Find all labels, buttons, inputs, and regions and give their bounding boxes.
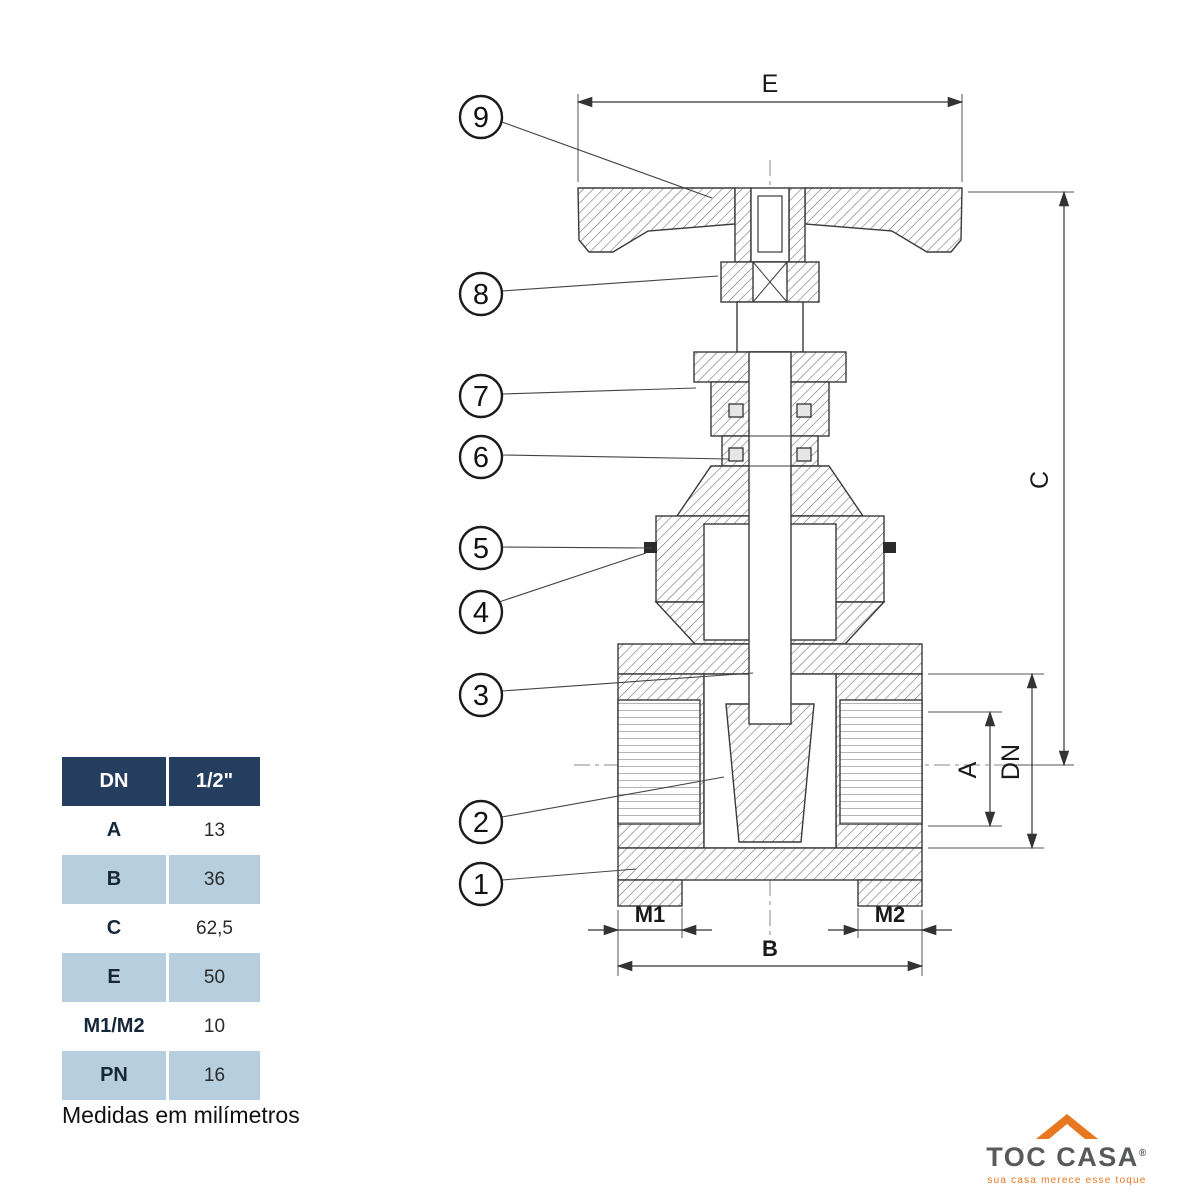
table-header-row: DN 1/2" (62, 757, 260, 806)
callout-9-number: 9 (473, 102, 489, 134)
roof-icon (1036, 1114, 1098, 1139)
row-b-label: B (62, 855, 166, 904)
dimension-b: B (616, 936, 924, 972)
brand-text: TOC CASA (986, 1142, 1139, 1172)
callout-5-number: 5 (473, 533, 489, 565)
table-header-value: 1/2" (169, 757, 260, 806)
callout-5: 5 (458, 525, 653, 571)
stem-upper (736, 301, 804, 353)
table-header-label: DN (62, 757, 166, 806)
callout-6-number: 6 (473, 442, 489, 474)
table-row-e: E 50 (62, 953, 260, 1002)
callout-6: 6 (458, 434, 730, 480)
row-e-label: E (62, 953, 166, 1002)
dim-label-e: E (762, 70, 779, 98)
row-pn-label: PN (62, 1051, 166, 1100)
row-pn-value: 16 (169, 1051, 260, 1100)
callout-3: 3 (458, 672, 754, 718)
row-c-value: 62,5 (169, 904, 260, 953)
dim-label-dn: DN (997, 744, 1025, 780)
callout-8: 8 (458, 271, 719, 317)
spec-table: DN 1/2" A 13 B 36 C 62,5 E 50 M1/M2 10 P… (62, 757, 260, 1100)
gate-wedge (725, 703, 815, 843)
row-a-label: A (62, 806, 166, 855)
brand-tagline: sua casa merece esse toque (987, 1175, 1147, 1186)
callout-1: 1 (458, 861, 637, 907)
callout-4-number: 4 (473, 597, 489, 629)
dimension-c: C (968, 190, 1074, 767)
table-row-m1m2: M1/M2 10 (62, 1002, 260, 1051)
dimension-e: E (576, 70, 964, 182)
table-row-b: B 36 (62, 855, 260, 904)
dim-label-b: B (762, 936, 778, 961)
dim-label-m2: M2 (875, 902, 906, 927)
dim-label-m1: M1 (635, 902, 666, 927)
table-row-pn: PN 16 (62, 1051, 260, 1100)
callout-7: 7 (458, 373, 697, 419)
valve-cross-section (574, 160, 1018, 944)
brand-logo: TOC CASA® sua casa merece esse toque (982, 1111, 1152, 1186)
row-m1m2-label: M1/M2 (62, 1002, 166, 1051)
stem-nut (720, 261, 820, 303)
dimension-m1: M1 (588, 902, 712, 976)
seal-right (883, 542, 896, 553)
port-left (617, 699, 701, 825)
handwheel (577, 187, 963, 263)
callout-1-number: 1 (473, 869, 489, 901)
units-caption: Medidas em milímetros (62, 1102, 300, 1128)
table-row-a: A 13 (62, 806, 260, 855)
table-row-c: C 62,5 (62, 904, 260, 953)
dimension-m2: M2 (828, 902, 952, 976)
row-c-label: C (62, 904, 166, 953)
brand-name: TOC CASA® (982, 1142, 1152, 1173)
stem (748, 351, 792, 725)
dim-label-a: A (954, 761, 982, 778)
port-right (839, 699, 923, 825)
row-e-value: 50 (169, 953, 260, 1002)
dim-label-c: C (1026, 471, 1054, 489)
callout-4: 4 (458, 552, 647, 635)
callout-2: 2 (458, 776, 725, 845)
callout-2-number: 2 (473, 807, 489, 839)
row-m1m2-value: 10 (169, 1002, 260, 1051)
registered-mark: ® (1138, 1148, 1148, 1159)
row-a-value: 13 (169, 806, 260, 855)
callout-8-number: 8 (473, 279, 489, 311)
callout-9: 9 (458, 94, 713, 199)
o-rings (728, 403, 812, 462)
dimension-a: A (928, 710, 1002, 828)
callout-3-number: 3 (473, 680, 489, 712)
dimension-dn: DN (928, 672, 1044, 850)
row-b-value: 36 (169, 855, 260, 904)
callout-7-number: 7 (473, 381, 489, 413)
